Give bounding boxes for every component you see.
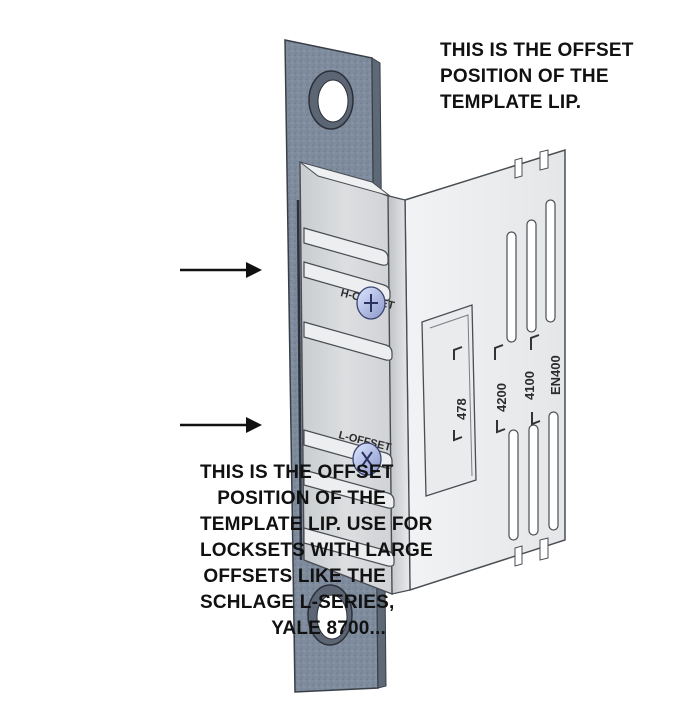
upper-screw-icon xyxy=(356,286,386,320)
slot-478-window xyxy=(421,304,477,497)
arrow-upper xyxy=(180,262,262,278)
callout-bottom-line-6: SCHLAGE L-SERIES, xyxy=(200,592,395,613)
slot-en400 xyxy=(545,199,559,531)
label-478: 478 xyxy=(454,398,469,420)
arrow-lower xyxy=(180,417,262,433)
callout-bottom-line-4: LOCKSETS WITH LARGE xyxy=(200,540,433,561)
callout-top-line-1: THIS IS THE OFFSET xyxy=(440,40,634,61)
label-4200: 4200 xyxy=(494,383,509,412)
lower-screw-icon xyxy=(352,442,382,476)
callout-bottom-line-5: OFFSETS LIKE THE xyxy=(203,566,386,587)
callout-top: THIS IS THE OFFSET POSITION OF THE TEMPL… xyxy=(440,38,634,116)
template-front-plate: H-OFFSET L-OFFSET xyxy=(296,160,396,596)
callout-top-line-3: TEMPLATE LIP. xyxy=(440,92,582,113)
top-mounting-hole xyxy=(308,70,354,130)
label-4100: 4100 xyxy=(522,371,537,400)
bottom-mounting-hole xyxy=(307,584,353,646)
callout-bottom-line-2: POSITION OF THE xyxy=(217,488,386,509)
callout-top-line-2: POSITION OF THE xyxy=(440,66,609,87)
template-side-panel: 478 4200 4100 EN400 xyxy=(404,148,566,592)
callout-bottom-line-7: YALE 8700... xyxy=(271,618,386,639)
label-en400: EN400 xyxy=(548,355,563,395)
callout-bottom-line-3: TEMPLATE LIP. USE FOR xyxy=(200,514,433,535)
slot-4100 xyxy=(526,219,539,536)
callout-bottom: THIS IS THE OFFSET POSITION OF THE TEMPL… xyxy=(200,460,433,642)
callout-bottom-line-1: THIS IS THE OFFSET xyxy=(200,462,394,483)
slot-4200 xyxy=(506,231,519,541)
